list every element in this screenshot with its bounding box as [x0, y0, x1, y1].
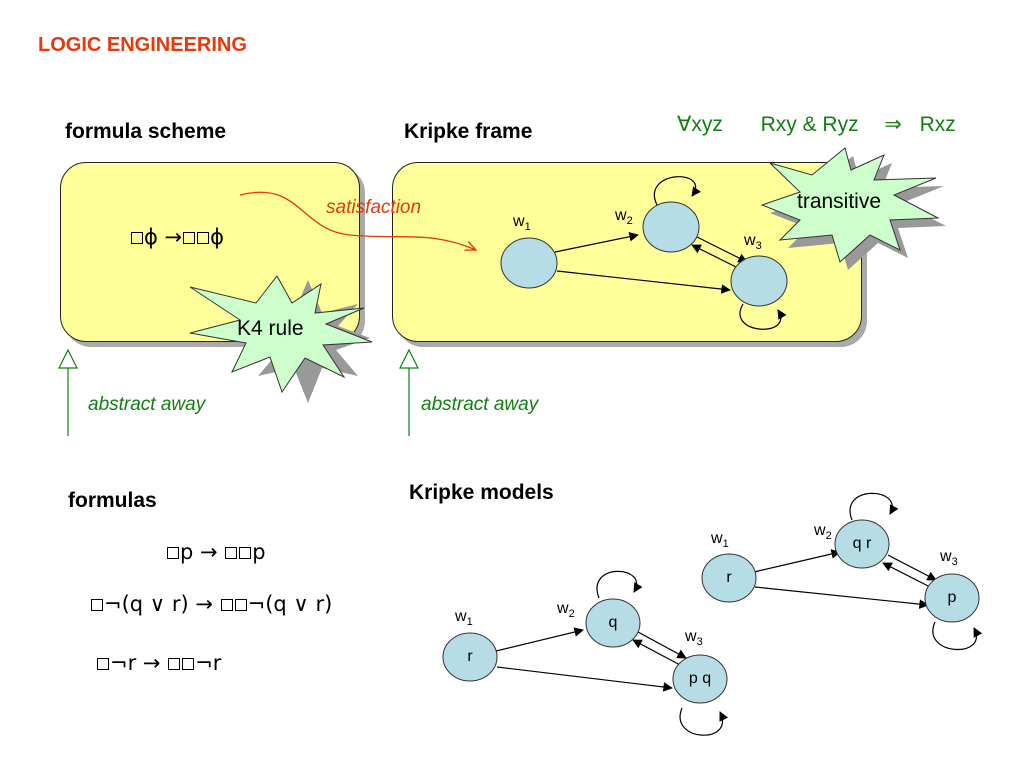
heading-kripke-frame: Kripke frame — [404, 120, 533, 143]
transitive-star — [760, 147, 946, 270]
formula-3-right: ¬r — [195, 651, 222, 675]
abstract-away-label-left: abstract away — [88, 394, 206, 415]
model-a-edge-w3-w2 — [632, 639, 683, 667]
frame-edges — [554, 176, 787, 330]
abstract-away-arrow-right — [399, 348, 419, 436]
frame-edge-w3-w2 — [691, 244, 743, 271]
formula-1-left: p → — [180, 540, 218, 564]
frame-loop-w3 — [739, 303, 787, 330]
model-a-loop-w3 — [679, 707, 729, 736]
model-b-loop-w2 — [849, 492, 899, 521]
model-b-edge-w1-w2 — [753, 549, 841, 573]
model-b-loop-w3 — [932, 621, 983, 650]
model-b-node-label-w1: r — [726, 569, 732, 586]
model-a-node-label-w1: r — [467, 648, 473, 665]
model-b-edge-w3-w2 — [882, 562, 933, 589]
model-a-world-label-w2: w2 — [557, 600, 575, 621]
box-operator-icon — [131, 232, 143, 244]
conclusion: Rxz — [919, 113, 956, 136]
formula-item-2: ¬(q ∨ r) → ¬(q ∨ r) — [90, 592, 332, 616]
box-operator-icon — [168, 658, 181, 670]
box-operator-icon — [225, 547, 238, 559]
model-a-node-w2 — [585, 598, 641, 648]
formula-2-left: ¬(q ∨ r) → — [104, 592, 213, 616]
transitive-label: transitive — [797, 190, 882, 213]
formula-item-1: p → p — [166, 540, 266, 564]
formula-1-right: p — [252, 540, 266, 564]
model-a-node-label-w3: p q — [688, 670, 712, 687]
scheme-formula-right: ϕ — [210, 225, 224, 249]
model-b-world-label-w3: w3 — [940, 548, 958, 569]
model-a-edge-w1-w2 — [495, 627, 584, 652]
model-b-world-label-w2: w2 — [814, 522, 832, 543]
model-a-loop-w2 — [596, 570, 643, 599]
abstract-away-label-right: abstract away — [421, 394, 539, 415]
scheme-formula: ϕ → ϕ — [130, 225, 224, 249]
satisfaction-arrow — [239, 191, 476, 250]
model-a-world-label-w3: w3 — [685, 628, 703, 649]
satisfaction-label: satisfaction — [326, 197, 422, 218]
implies-symbol: ⇒ — [884, 113, 902, 136]
model-b-node-label-w2: q r — [852, 535, 872, 552]
box-operator-icon — [97, 658, 109, 670]
box-operator-icon — [183, 232, 196, 244]
frame-node-w1 — [500, 237, 558, 289]
model-b-node-w1 — [701, 553, 757, 603]
model-a-node-label-w2: q — [608, 614, 618, 631]
condition: Rxy & Ryz — [760, 113, 859, 136]
model-b-world-label-w1: w1 — [711, 530, 729, 551]
model-b-node-w2 — [834, 519, 890, 569]
model-a-edges — [495, 570, 729, 736]
heading-formulas: formulas — [68, 489, 157, 512]
frame-node-w2 — [642, 201, 700, 253]
model-b-edge-w2-w3 — [887, 554, 937, 581]
formula-item-3: ¬r → ¬r — [96, 651, 221, 675]
box-operator-icon — [167, 547, 179, 559]
box-operator-icon — [182, 658, 195, 670]
formula-2-right: ¬(q ∨ r) — [247, 592, 333, 616]
model-a-world-label-w1: w1 — [455, 608, 473, 629]
k4-rule-star — [189, 275, 373, 403]
box-operator-icon — [197, 232, 210, 244]
page-title: LOGIC ENGINEERING — [38, 34, 247, 56]
heading-formula-scheme: formula scheme — [65, 120, 227, 143]
frame-world-label-w2: w2 — [615, 207, 633, 228]
frame-edge-w1-w2 — [554, 232, 639, 253]
frame-node-w3 — [730, 255, 788, 307]
frame-world-label-w1: w1 — [513, 213, 531, 234]
formula-3-left: ¬r → — [110, 651, 161, 675]
transitivity-condition: ∀xyz Rxy & Ryz ⇒ Rxz — [677, 112, 956, 137]
model-b-node-label-w3: p — [947, 589, 957, 606]
model-a-edge-w2-w3 — [637, 631, 687, 659]
model-b-edge-w1-w3 — [754, 586, 929, 609]
quantifier: ∀xyz — [677, 113, 723, 136]
box-operator-icon — [91, 599, 103, 611]
box-operator-icon — [220, 599, 233, 611]
model-b-edges — [753, 492, 983, 650]
frame-loop-w2 — [653, 176, 701, 206]
abstract-away-arrow-left — [58, 348, 78, 436]
frame-edge-w2-w3 — [696, 236, 748, 263]
k4-rule-label: K4 rule — [237, 317, 304, 340]
frame-world-label-w3: w3 — [744, 232, 762, 253]
scheme-formula-left: ϕ → — [144, 225, 183, 249]
frame-edge-w1-w3 — [556, 270, 731, 294]
box-operator-icon — [234, 599, 247, 611]
box-operator-icon — [239, 547, 252, 559]
model-a-node-w3 — [672, 654, 728, 704]
model-a-node-w1 — [442, 632, 498, 682]
heading-kripke-models: Kripke models — [409, 481, 554, 504]
model-a-edge-w1-w3 — [496, 666, 673, 692]
model-b-node-w3 — [924, 573, 980, 623]
